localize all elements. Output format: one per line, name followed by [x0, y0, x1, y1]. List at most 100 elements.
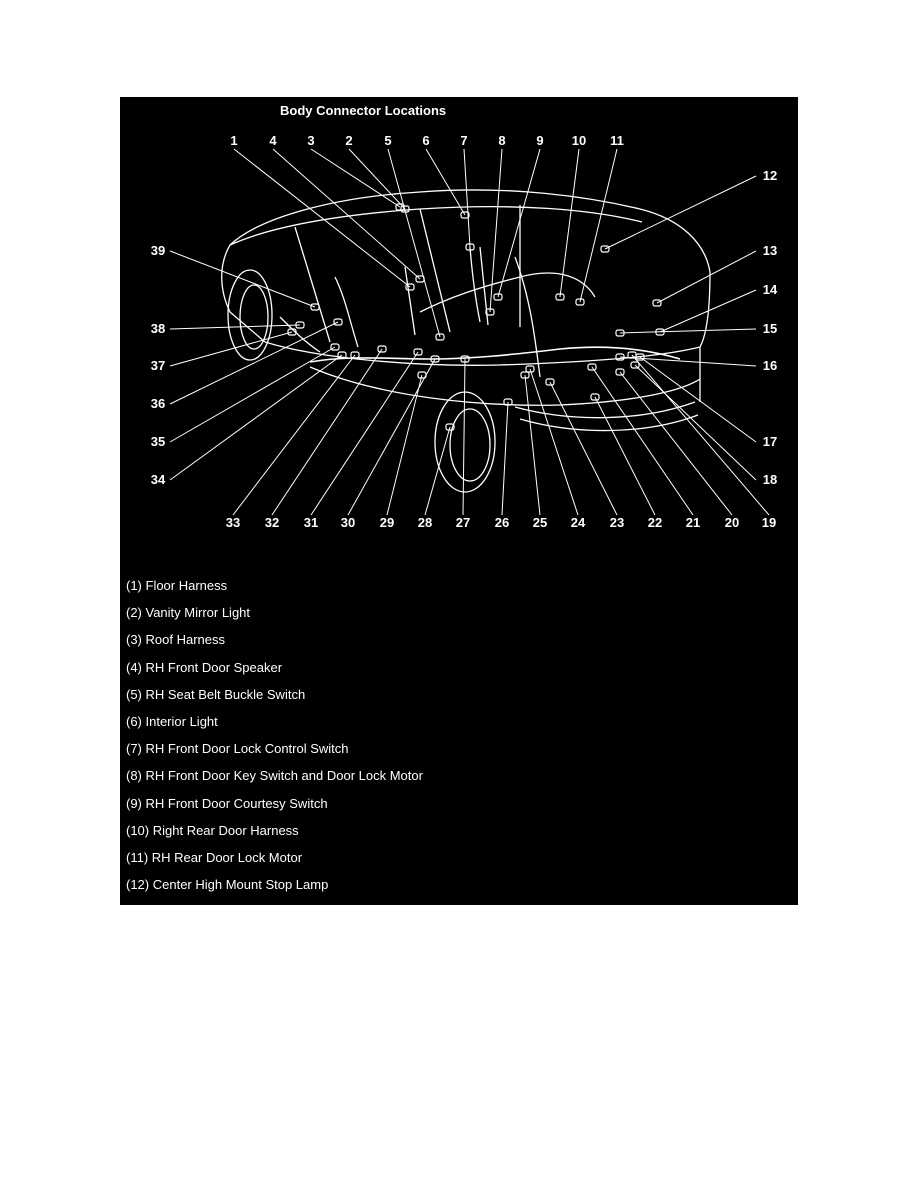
connector-marker — [460, 355, 470, 363]
callout-number: 10 — [572, 133, 586, 148]
connector-marker — [337, 351, 347, 359]
diagram-title: Body Connector Locations — [280, 103, 446, 118]
connector-marker — [575, 298, 585, 306]
leader-line — [310, 148, 401, 208]
connector-marker — [465, 243, 475, 251]
legend-item: (11) RH Rear Door Lock Motor — [126, 849, 303, 865]
leader-line — [604, 175, 757, 250]
leader-line — [659, 289, 757, 333]
leader-line — [169, 250, 316, 308]
connector-marker — [525, 365, 535, 373]
callout-number: 20 — [725, 515, 739, 530]
connector-marker — [545, 378, 555, 386]
leader-line — [463, 148, 471, 248]
leader-line — [310, 351, 419, 516]
connector-marker — [460, 211, 470, 219]
leader-line — [462, 358, 466, 516]
callout-number: 1 — [230, 133, 237, 148]
connector-marker — [310, 303, 320, 311]
callout-number: 31 — [304, 515, 318, 530]
callout-number: 22 — [648, 515, 662, 530]
leader-line — [619, 371, 733, 516]
callout-number: 29 — [380, 515, 394, 530]
callout-number: 33 — [226, 515, 240, 530]
leader-line — [656, 250, 757, 304]
callout-number: 18 — [763, 472, 777, 487]
connector-marker — [395, 203, 405, 211]
callout-number: 15 — [763, 321, 777, 336]
connector-marker — [520, 371, 530, 379]
leader-line — [634, 364, 757, 481]
callout-number: 6 — [422, 133, 429, 148]
leader-line — [497, 148, 541, 298]
callout-number: 28 — [418, 515, 432, 530]
legend-item: (7) RH Front Door Lock Control Switch — [126, 741, 349, 757]
connector-marker — [330, 343, 340, 351]
leader-line — [524, 374, 541, 516]
callout-number: 30 — [341, 515, 355, 530]
leader-line — [549, 381, 618, 516]
vehicle-illustration — [221, 189, 711, 493]
connector-marker — [587, 363, 597, 371]
legend-item: (10) Right Rear Door Harness — [126, 822, 299, 838]
connector-marker — [333, 318, 343, 326]
callout-number: 7 — [460, 133, 467, 148]
connector-marker — [445, 423, 455, 431]
connector-marker — [615, 329, 625, 337]
callout-number: 8 — [498, 133, 505, 148]
leader-line — [169, 321, 339, 405]
callout-number: 36 — [151, 396, 165, 411]
connector-marker — [417, 371, 427, 379]
connector-marker — [430, 355, 440, 363]
connector-marker — [627, 351, 637, 359]
leader-line — [579, 148, 618, 303]
leader-line — [639, 356, 757, 443]
connector-legend: (1) Floor Harness (2) Vanity Mirror Light… — [126, 578, 423, 904]
leader-line — [169, 346, 336, 443]
callout-number: 34 — [151, 472, 166, 487]
connector-marker — [503, 398, 513, 406]
diagram-panel: Body Connector Locations — [120, 97, 798, 905]
connector-marker — [615, 353, 625, 361]
leader-line — [169, 331, 293, 367]
connector-marker — [377, 345, 387, 353]
leader-line — [233, 148, 411, 288]
legend-item: (2) Vanity Mirror Light — [126, 605, 251, 621]
callout-number: 21 — [686, 515, 700, 530]
callout-number: 12 — [763, 168, 777, 183]
connector-marker — [652, 299, 662, 307]
connector-marker — [405, 283, 415, 291]
connector-marker — [655, 328, 665, 336]
connector-marker — [415, 275, 425, 283]
legend-item: (6) Interior Light — [126, 713, 218, 729]
legend-item: (9) RH Front Door Courtesy Switch — [126, 795, 328, 811]
legend-item: (1) Floor Harness — [126, 578, 228, 593]
callout-number: 17 — [763, 434, 777, 449]
leader-line — [387, 148, 441, 338]
callout-number: 37 — [151, 358, 165, 373]
callout-number: 4 — [269, 133, 277, 148]
leader-line — [386, 374, 423, 516]
callout-number: 2 — [345, 133, 352, 148]
callout-number: 3 — [307, 133, 314, 148]
connector-diagram: Body Connector Locations — [151, 103, 778, 530]
connector-markers — [287, 203, 665, 431]
connector-marker — [630, 361, 640, 369]
leader-line — [619, 328, 757, 334]
callout-number: 25 — [533, 515, 547, 530]
leader-line — [529, 368, 579, 516]
callout-number: 5 — [384, 133, 391, 148]
leader-line — [559, 148, 580, 298]
leader-line — [489, 148, 503, 313]
connector-marker — [435, 333, 445, 341]
connector-marker — [555, 293, 565, 301]
legend-item: (12) Center High Mount Stop Lamp — [126, 877, 329, 893]
connector-marker — [615, 368, 625, 376]
leader-line — [232, 354, 356, 516]
callout-number: 32 — [265, 515, 279, 530]
leader-line — [594, 396, 656, 516]
leader-line — [501, 401, 509, 516]
callout-number: 13 — [763, 243, 777, 258]
legend-item: (4) RH Front Door Speaker — [126, 659, 283, 675]
